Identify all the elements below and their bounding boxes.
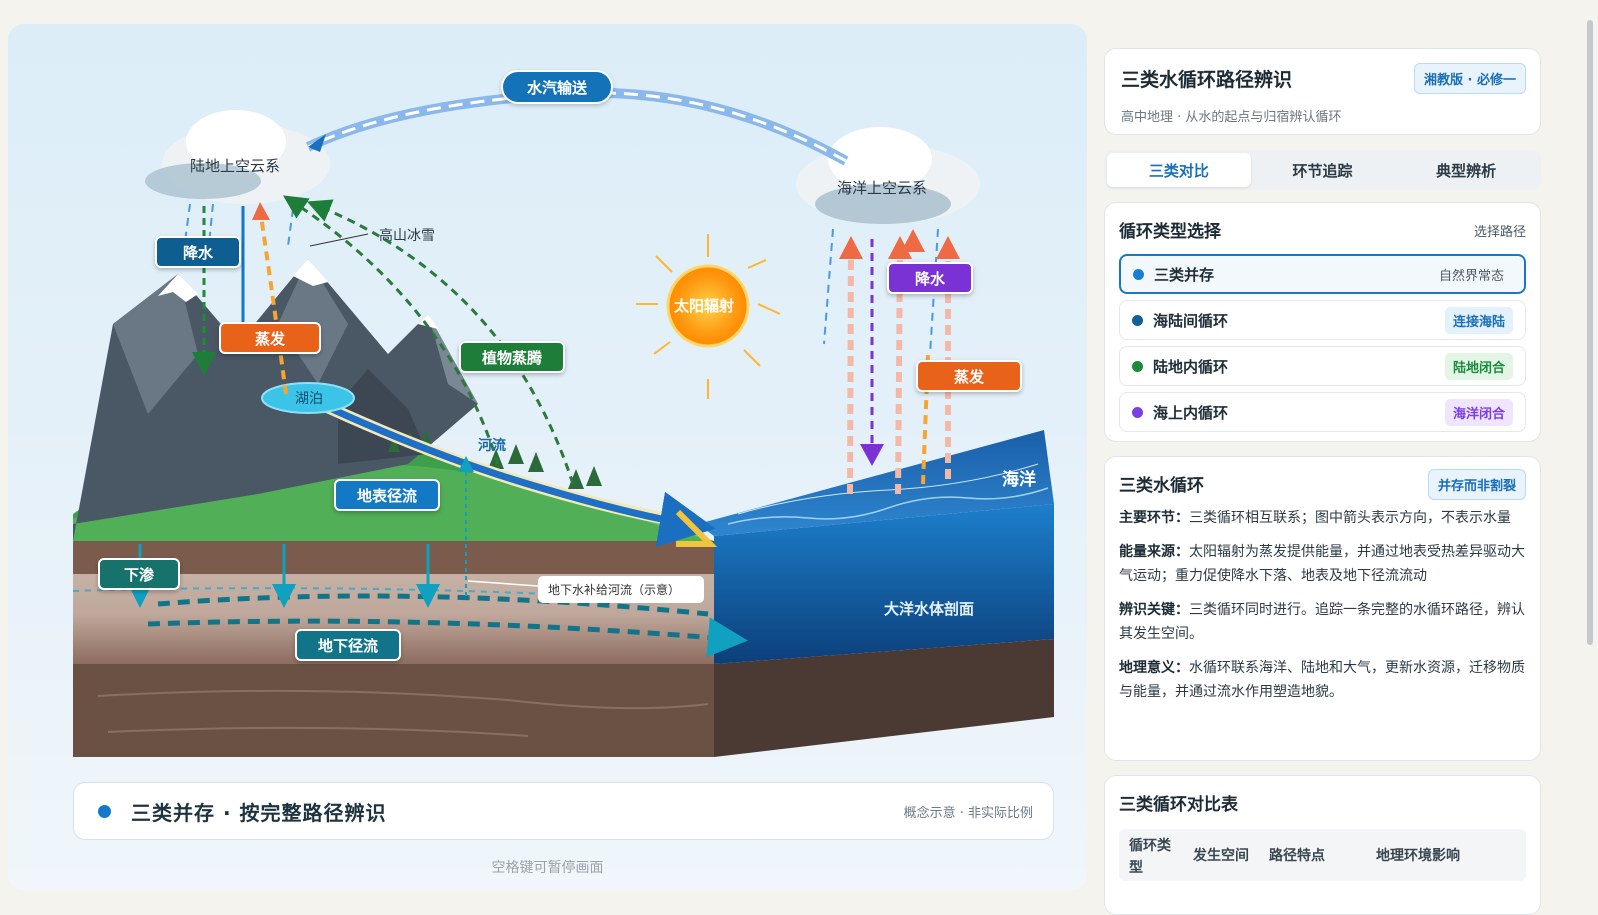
info-item: 主要环节：三类循环相互联系；图中箭头表示方向，不表示水量 [1119, 510, 1511, 526]
groundwater-runoff-tag: 地下径流 [295, 629, 401, 661]
ocean-surface [698, 430, 1054, 536]
option-all-three[interactable]: 三类并存 自然界常态 [1119, 254, 1526, 294]
caption-title: 三类并存 · 按完整路径辨识 [131, 800, 387, 825]
sun-label: 太阳辐射 [674, 297, 735, 315]
ocean-cloud [796, 127, 980, 224]
option-label: 陆地内循环 [1153, 357, 1229, 376]
info-item: 辨识关键：三类循环同时进行。追踪一条完整的水循环路径，辨认其发生空间。 [1119, 602, 1525, 642]
info-title: 三类水循环 [1119, 476, 1204, 496]
option-inland[interactable]: 陆地内循环 陆地闭合 [1119, 346, 1526, 386]
sun [636, 234, 781, 399]
snow-label: 高山冰雪 [379, 228, 435, 244]
caption-dot [98, 804, 111, 818]
comparison-table-card: 三类循环对比表 循环类型 发生空间 路径特点 地理环境影响 [1104, 775, 1541, 915]
option-dot [1132, 314, 1143, 326]
edition-badge: 湘教版 · 必修一 [1414, 63, 1526, 94]
river-flow [308, 395, 716, 548]
ocean-precipitation-tag: 降水 [887, 262, 973, 294]
groundwater-flow-lower [147, 617, 748, 658]
transpiration-tag: 植物蒸腾 [459, 341, 565, 373]
option-sea-land[interactable]: 海陆间循环 连接海陆 [1119, 300, 1526, 340]
info-item: 能量来源：太阳辐射为蒸发提供能量，并通过地表受热差异驱动大气运动；重力促使降水下… [1119, 544, 1525, 584]
land-cloud [145, 110, 330, 204]
option-label: 三类并存 [1154, 265, 1215, 284]
bedrock-layer [73, 664, 714, 757]
diagram-stage: 水汽输送 陆地上空云系 海洋上空云系 降水 蒸发 植物蒸腾 高山冰雪 湖泊 河流… [8, 24, 1087, 890]
cycle-selector-card: 循环类型选择 选择路径 三类并存 自然界常态 海陆间循环 连接海陆 陆地内循环 … [1104, 202, 1541, 442]
option-label: 海陆间循环 [1153, 311, 1229, 330]
surface-runoff-tag: 地表径流 [334, 479, 440, 511]
option-tag: 自然界常态 [1438, 268, 1504, 284]
panel-title: 三类水循环路径辨识 [1121, 69, 1293, 91]
option-maritime[interactable]: 海上内循环 海洋闭合 [1119, 392, 1526, 432]
caption-note: 概念示意 · 非实际比例 [903, 805, 1033, 821]
sidebar: 三类水循环路径辨识 湘教版 · 必修一 高中地理 · 从水的起点与归宿辨认循环 … [1104, 48, 1541, 915]
info-card: 三类水循环 并存而非割裂 主要环节：三类循环相互联系；图中箭头表示方向，不表示水… [1104, 456, 1541, 761]
table-header-cell: 发生空间 [1193, 848, 1249, 864]
table-title: 三类循环对比表 [1119, 795, 1238, 815]
option-dot [1132, 360, 1143, 372]
option-label: 海上内循环 [1153, 403, 1229, 422]
land-evaporation-tag: 蒸发 [219, 322, 321, 354]
infiltration-tag: 下渗 [98, 558, 180, 590]
header-card: 三类水循环路径辨识 湘教版 · 必修一 高中地理 · 从水的起点与归宿辨认循环 [1104, 48, 1541, 135]
lake-label: 湖泊 [295, 391, 323, 407]
ocean-cloud-label: 海洋上空云系 [837, 179, 928, 197]
tab-trace[interactable]: 环节追踪 [1292, 161, 1353, 180]
option-tag: 陆地闭合 [1444, 352, 1513, 380]
table-header-cell: 循环类型 [1129, 838, 1171, 876]
selector-title: 循环类型选择 [1119, 222, 1221, 242]
panel-subtitle: 高中地理 · 从水的起点与归宿辨认循环 [1121, 110, 1342, 125]
info-badge: 并存而非割裂 [1427, 469, 1526, 500]
tab-compare[interactable]: 三类对比 [1107, 153, 1251, 187]
land-cloud-label: 陆地上空云系 [190, 157, 281, 175]
ocean-body [714, 504, 1054, 664]
option-dot [1133, 268, 1144, 280]
tab-analysis[interactable]: 典型辨析 [1436, 161, 1497, 180]
option-tag: 海洋闭合 [1444, 398, 1513, 426]
option-dot [1132, 406, 1143, 418]
pause-hint: 空格键可暂停画面 [491, 860, 604, 876]
option-tag: 连接海陆 [1444, 306, 1513, 334]
tab-bar: 三类对比 环节追踪 典型辨析 [1104, 150, 1541, 190]
land-precipitation-tag: 降水 [155, 236, 241, 268]
water-cycle-diagram [72, 87, 1054, 757]
ocean-label: 海洋 [1002, 470, 1036, 490]
river-label: 河流 [478, 438, 506, 454]
selector-hint: 选择路径 [1473, 225, 1526, 240]
ocean-section-label: 大洋水体剖面 [884, 600, 975, 618]
caption-bar: 三类并存 · 按完整路径辨识 概念示意 · 非实际比例 [73, 782, 1054, 840]
sidebar-scrollbar[interactable] [1587, 20, 1593, 645]
table-header-cell: 地理环境影响 [1376, 848, 1460, 864]
table-header-row: 循环类型 发生空间 路径特点 地理环境影响 [1119, 829, 1526, 881]
table-header-cell: 路径特点 [1269, 848, 1325, 864]
info-item: 地理意义：水循环联系海洋、陆地和大气，更新水资源，迁移物质与能量，并通过流水作用… [1119, 660, 1525, 700]
ocean-evaporation-tag: 蒸发 [916, 360, 1022, 392]
groundwater-note: 地下水补给河流（示意） [538, 576, 704, 603]
vapor-transport-label: 水汽输送 [501, 70, 613, 104]
